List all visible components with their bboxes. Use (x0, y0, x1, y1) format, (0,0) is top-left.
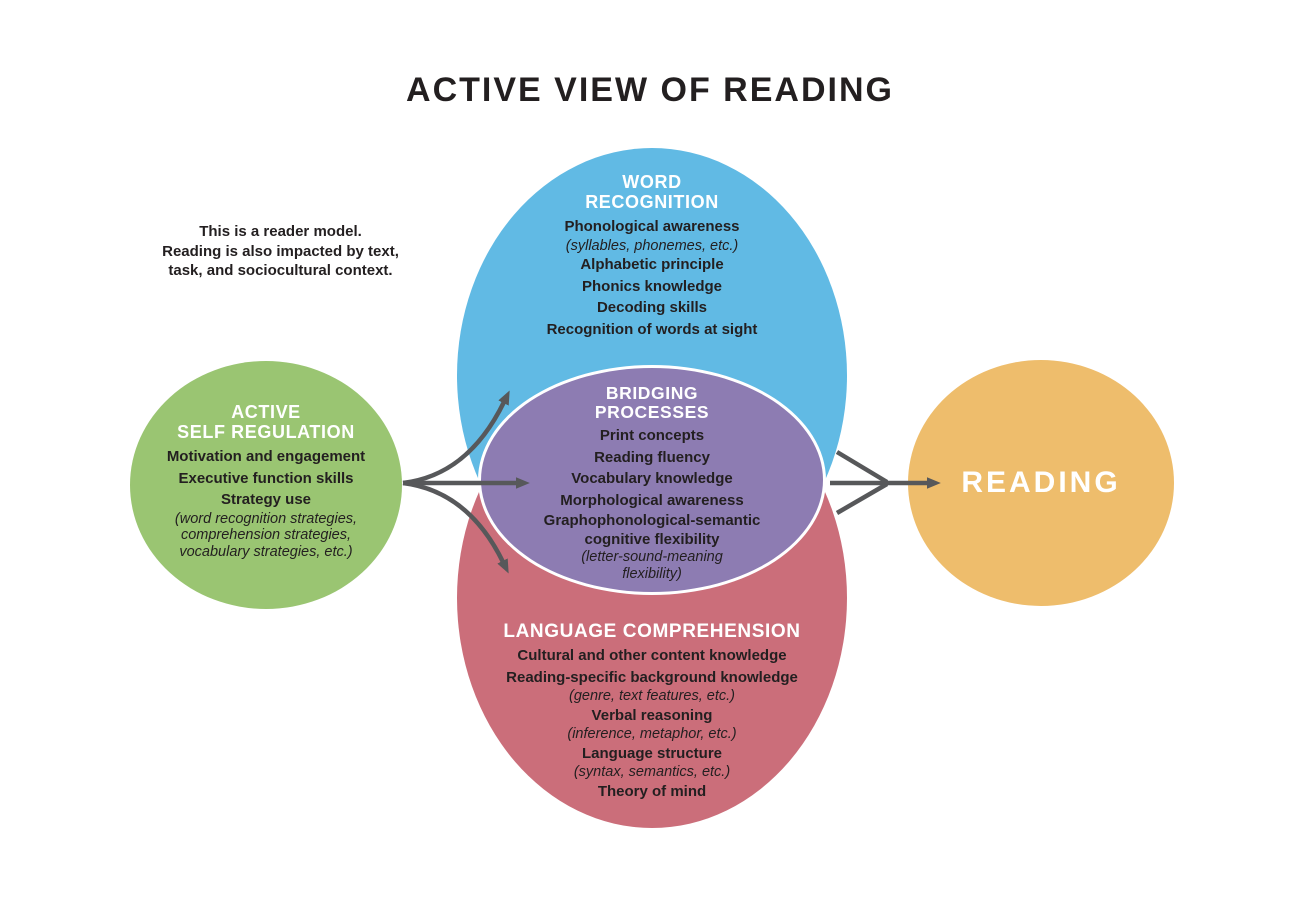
list-item: Phonics knowledge (581, 277, 723, 295)
self-regulation-circle (130, 361, 402, 609)
page-title: ACTIVE VIEW OF READING (406, 71, 894, 109)
language-comprehension-content: LANGUAGE COMPREHENSION Cultural and othe… (452, 621, 852, 802)
list-item: Theory of mind (597, 782, 707, 800)
list-item-note: (word recognition strategies, (174, 510, 358, 527)
list-item: Motivation and engagement (166, 448, 366, 465)
list-item-note: (letter-sound-meaning (581, 549, 723, 565)
self-regulation-content: ACTIVE SELF REGULATION Motivation and en… (136, 402, 396, 560)
bridging-processes-heading: BRIDGING PROCESSES (492, 384, 812, 422)
list-item-note: (syntax, semantics, etc.) (573, 764, 731, 780)
word-recognition-content: WORD RECOGNITION Phonological awareness … (472, 172, 832, 340)
list-item: Morphological awareness (560, 491, 744, 509)
list-item: Executive function skills (178, 469, 354, 487)
list-item: Print concepts (599, 427, 705, 444)
converge-line-upper-icon (835, 450, 889, 484)
heading-line: PROCESSES (594, 402, 710, 422)
list-item: Graphophonological-semantic (543, 512, 761, 529)
list-item: Vocabulary knowledge (571, 470, 733, 487)
reading-label: READING (961, 466, 1121, 499)
word-recognition-heading: WORD RECOGNITION (472, 172, 832, 212)
heading-line: RECOGNITION (585, 192, 719, 212)
list-item: Reading-specific background knowledge (506, 668, 798, 686)
converge-line-lower-icon (835, 482, 889, 515)
list-item-note: (syllables, phonemes, etc.) (565, 237, 739, 254)
list-item: Reading fluency (594, 448, 710, 466)
self-regulation-heading: ACTIVE SELF REGULATION (136, 402, 396, 442)
note-line-2: Reading is also impacted by text, (162, 242, 399, 260)
list-item: Cultural and other content knowledge (517, 647, 787, 664)
list-item-note: vocabulary strategies, etc.) (179, 543, 353, 560)
note-line-1: This is a reader model. (199, 223, 362, 240)
language-comprehension-heading: LANGUAGE COMPREHENSION (503, 621, 801, 642)
heading-line: SELF REGULATION (177, 422, 355, 442)
note-line-3: task, and sociocultural context. (168, 262, 393, 279)
bridging-processes-content: BRIDGING PROCESSES Print concepts Readin… (492, 384, 812, 582)
list-item: Phonological awareness (564, 218, 740, 235)
reader-model-note: This is a reader model. Reading is also … (143, 222, 418, 281)
list-item: Verbal reasoning (591, 706, 713, 724)
heading-line: ACTIVE (231, 402, 301, 422)
list-item: Decoding skills (596, 299, 708, 316)
heading-line: BRIDGING (605, 383, 699, 403)
list-item-note: (inference, metaphor, etc.) (567, 726, 737, 742)
heading-line: WORD (622, 172, 682, 192)
list-item: Recognition of words at sight (546, 320, 758, 338)
list-item: cognitive flexibility (584, 531, 720, 548)
list-item: Strategy use (220, 491, 312, 508)
list-item: Language structure (581, 744, 723, 762)
list-item-note: flexibility) (622, 565, 682, 582)
list-item-note: comprehension strategies, (180, 527, 352, 543)
list-item: Alphabetic principle (580, 256, 724, 273)
list-item-note: (genre, text features, etc.) (568, 688, 736, 704)
reading-circle: READING (908, 360, 1174, 606)
